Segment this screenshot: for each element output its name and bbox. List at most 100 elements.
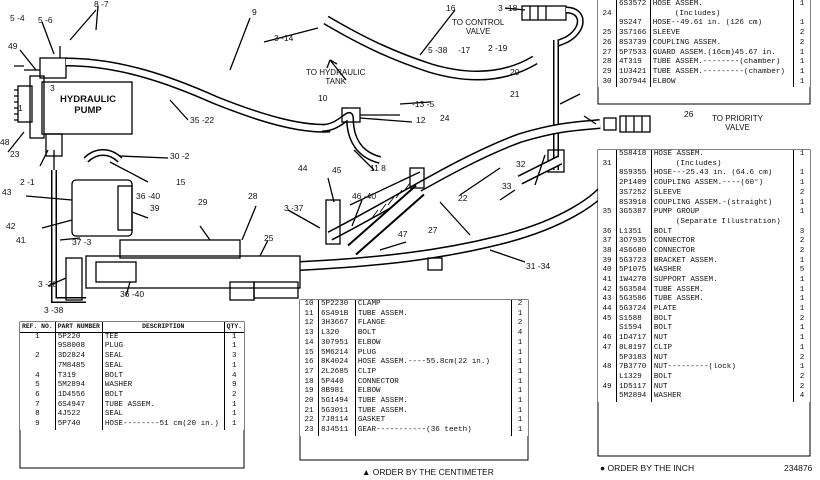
part-number-cell: 8S3918 bbox=[616, 198, 652, 209]
ref-cell: 31 bbox=[598, 159, 617, 170]
description-cell: HOSE ASSEM.----55.8cm(22 in.) bbox=[357, 358, 490, 367]
callout-number: 2 -1 bbox=[20, 177, 35, 187]
description-cell: TUBE ASSEM. bbox=[357, 406, 408, 415]
ref-cell: 40 bbox=[598, 266, 617, 276]
callout-number: 27 bbox=[428, 225, 438, 235]
callout-number: -17 bbox=[458, 45, 471, 55]
ref-cell: 44 bbox=[598, 305, 617, 315]
qty-cell: 1 bbox=[793, 198, 810, 209]
header-ref-no: REF. NO. bbox=[20, 322, 56, 333]
to-priority-valve-text: TO PRIORITY VALVE bbox=[712, 114, 763, 132]
ref-cell bbox=[598, 150, 617, 160]
qty-cell: 2 bbox=[793, 314, 810, 325]
qty-cell: 1 bbox=[793, 48, 810, 59]
description-cell: TUBE ASSEM. bbox=[104, 400, 156, 409]
part-number-cell: 5S8418 bbox=[616, 150, 652, 160]
callout-number: 23 bbox=[10, 149, 20, 159]
description-cell: BOLT bbox=[104, 371, 124, 380]
qty-cell: 1 bbox=[793, 343, 810, 354]
part-number-cell: 5G3723 bbox=[616, 256, 652, 267]
ref-cell: 41 bbox=[598, 275, 617, 286]
pump-gear bbox=[17, 85, 33, 123]
part-number-cell: 5P7533 bbox=[616, 48, 651, 59]
to-hydraulic-tank-text: TO HYDRAULIC TANK bbox=[306, 68, 366, 86]
part-number-cell: L1351 bbox=[616, 227, 652, 238]
callout-number: 30 -2 bbox=[170, 151, 190, 161]
part-number-cell: 5G3011 bbox=[318, 406, 356, 417]
part-number-cell: 2L2685 bbox=[318, 367, 356, 378]
ref-cell: 21 bbox=[300, 406, 319, 417]
part-number-cell: T319 bbox=[55, 371, 103, 382]
figure-number: 234876 bbox=[784, 463, 813, 473]
part-number-cell: 6S4947 bbox=[55, 400, 103, 411]
ref-cell: 26 bbox=[598, 38, 617, 49]
parts-table-row: 24(Includes) bbox=[598, 9, 810, 20]
description-cell: PLUG bbox=[357, 348, 377, 357]
ref-cell: 35 bbox=[598, 208, 617, 218]
ref-cell: 36 bbox=[598, 227, 617, 238]
parts-table-row: 31(Includes) bbox=[598, 159, 810, 170]
callout-number: 25 bbox=[264, 233, 274, 243]
part-number-cell: 1D4556 bbox=[55, 390, 103, 401]
description-cell: NUT bbox=[653, 382, 668, 391]
qty-cell: 2 bbox=[793, 246, 810, 257]
ref-cell bbox=[598, 19, 617, 30]
order-by-centimeter-note: ▲ ORDER BY THE CENTIMETER bbox=[362, 467, 494, 477]
callout-number: 36 -40 bbox=[136, 191, 161, 201]
ref-cell: 1 bbox=[20, 332, 56, 343]
hydraulic-pump-text: HYDRAULIC PUMP bbox=[60, 94, 116, 116]
part-number-cell: 8K4024 bbox=[318, 358, 356, 368]
ref-cell bbox=[598, 0, 617, 10]
description-cell: SEAL bbox=[104, 352, 124, 361]
description-cell: GUARD ASSEM.(16cm)45.67 in. bbox=[652, 48, 776, 57]
header-qty: QTY. bbox=[224, 322, 244, 333]
order-by-inch-note: ● ORDER BY THE INCH bbox=[600, 463, 695, 473]
callout-number: 5 -4 bbox=[10, 13, 25, 23]
header-part-number: PART NUMBER bbox=[55, 322, 103, 333]
qty-cell: 2 bbox=[793, 353, 810, 364]
accumulator bbox=[71, 179, 133, 237]
ref-cell: 22 bbox=[300, 416, 319, 426]
qty-cell: 5 bbox=[793, 266, 810, 276]
ref-cell bbox=[20, 361, 56, 372]
qty-cell: 2 bbox=[793, 372, 810, 383]
description-cell: CONNECTOR bbox=[357, 377, 399, 386]
callout-number: 24 bbox=[440, 113, 450, 123]
ref-cell bbox=[598, 179, 617, 189]
callout-number: 26 bbox=[684, 109, 694, 119]
callout-number: 47 bbox=[398, 229, 408, 239]
ref-cell: 24 bbox=[598, 9, 617, 20]
description-cell: CLAMP bbox=[357, 300, 381, 309]
qty-cell: 1 bbox=[793, 67, 810, 78]
ref-cell: 2 bbox=[20, 352, 56, 362]
part-number-cell: L1329 bbox=[616, 372, 652, 383]
part-number-cell: 8S3739 bbox=[616, 38, 651, 49]
part-number-cell: 3O7935 bbox=[616, 237, 652, 247]
qty-cell: 2 bbox=[793, 29, 810, 39]
description-cell: CLIP bbox=[357, 367, 377, 376]
part-number-cell: 5P2230 bbox=[318, 300, 356, 310]
ref-cell: 23 bbox=[300, 425, 319, 436]
description-cell: ELBOW bbox=[357, 338, 381, 347]
qty-cell: 1 bbox=[511, 377, 528, 388]
callout-number: 3 -38 bbox=[44, 305, 64, 315]
description-cell: TUBE ASSEM.--------(chamber) bbox=[652, 58, 781, 67]
qty-cell: 2 bbox=[793, 38, 810, 49]
